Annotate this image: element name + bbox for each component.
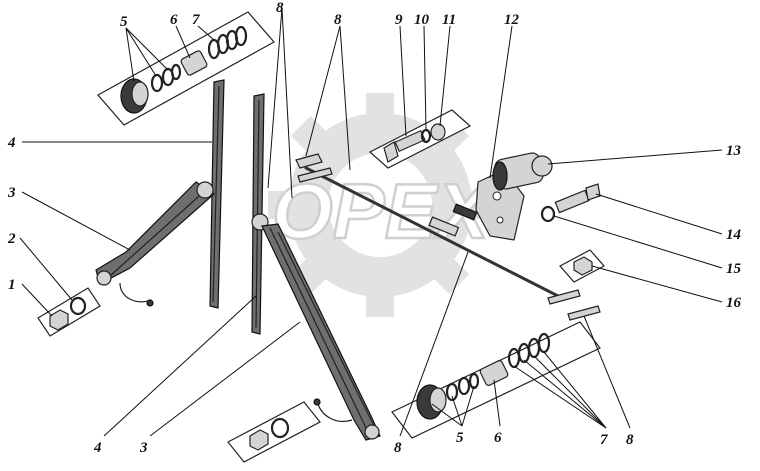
left-wiper-blade [209, 79, 225, 309]
lower-seal-kit [391, 321, 601, 439]
callout-10: 10 [414, 12, 430, 28]
callout-8-blade: 8 [276, 0, 284, 16]
left-wiper-arm [95, 181, 215, 307]
callout-6-bottom: 6 [494, 430, 502, 446]
callout-15: 15 [726, 261, 742, 277]
right-wiper-blade [251, 93, 269, 335]
callout-12: 12 [504, 12, 520, 28]
callout-11: 11 [442, 12, 456, 28]
callout-4-left: 4 [7, 135, 16, 151]
callout-3-bottom: 3 [139, 440, 148, 456]
callout-4-bottom: 4 [93, 440, 102, 456]
motor-bolt-kit [540, 183, 601, 223]
wiper-motor [492, 152, 553, 191]
callout-7-top: 7 [192, 12, 200, 28]
callout-2: 2 [7, 231, 16, 247]
callout-5-top: 5 [120, 14, 128, 30]
callout-9: 9 [395, 12, 403, 28]
callout-14: 14 [726, 227, 742, 243]
nut-kit [559, 249, 605, 283]
callout-3-left: 3 [7, 185, 16, 201]
upper-seal-kit [97, 11, 275, 126]
callout-8-right: 8 [626, 432, 634, 448]
linkage-rod [295, 153, 601, 321]
callout-6-top: 6 [170, 12, 178, 28]
callout-8-top: 8 [334, 12, 342, 28]
callout-labels: 1 2 3 3 4 4 5 5 6 6 7 7 8 8 8 9 10 11 12… [7, 0, 742, 456]
left-nut-kit [37, 287, 101, 337]
callout-5-bottom: 5 [456, 430, 464, 446]
right-nut-kit [227, 401, 321, 463]
callout-8-bottom: 8 [394, 440, 402, 456]
leader-lines [19, 7, 723, 437]
callout-16: 16 [726, 295, 742, 311]
callout-13: 13 [726, 143, 742, 159]
callout-7-bottom: 7 [600, 432, 608, 448]
callout-1: 1 [8, 277, 16, 293]
right-wiper-arm [261, 223, 381, 441]
bolt-kit [368, 109, 472, 169]
